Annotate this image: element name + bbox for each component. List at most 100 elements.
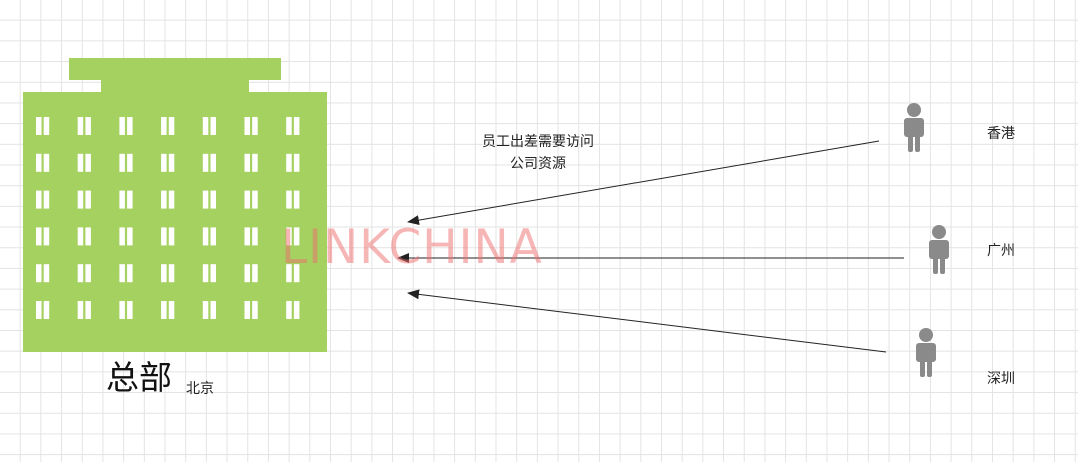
window-pane — [210, 190, 216, 209]
person-icon — [916, 328, 936, 377]
window-pane — [119, 153, 125, 172]
window-pane — [252, 117, 258, 135]
watermark: LINKCHINA — [281, 220, 543, 275]
window-pane — [168, 264, 175, 283]
window-pane — [286, 227, 292, 246]
window-pane — [161, 190, 167, 209]
window-pane — [202, 264, 209, 283]
window-pane — [85, 190, 91, 209]
window-pane — [168, 153, 175, 172]
window-pane — [119, 117, 125, 135]
window-pane — [293, 190, 300, 209]
window-pane — [210, 227, 216, 246]
window-pane — [168, 117, 175, 135]
window-pane — [119, 227, 125, 246]
window-pane — [161, 153, 167, 172]
window-pane — [161, 227, 167, 246]
window-pane — [77, 190, 84, 209]
window-pane — [161, 301, 167, 319]
window-pane — [244, 264, 250, 283]
window-pane — [85, 301, 91, 319]
window-pane — [293, 117, 300, 135]
person-icon — [904, 103, 924, 152]
person-icon — [929, 225, 949, 274]
window-pane — [168, 301, 175, 319]
window-pane — [286, 117, 292, 135]
window-pane — [252, 227, 258, 246]
annotation-line-2: 公司资源 — [510, 156, 566, 172]
branch-label-guangzhou: 广州 — [987, 243, 1015, 259]
window-pane — [36, 227, 42, 246]
window-pane — [85, 227, 91, 246]
window-pane — [119, 264, 125, 283]
window-pane — [119, 190, 125, 209]
window-pane — [210, 301, 216, 319]
window-pane — [36, 153, 42, 172]
window-pane — [43, 301, 50, 319]
window-pane — [244, 301, 250, 319]
arrow-annotation: 员工出差需要访问 公司资源 — [448, 131, 628, 175]
window-pane — [127, 117, 133, 135]
window-pane — [127, 301, 133, 319]
office-building-icon — [23, 58, 327, 352]
window-pane — [252, 190, 258, 209]
window-pane — [286, 153, 292, 172]
window-pane — [168, 190, 175, 209]
window-pane — [43, 153, 50, 172]
window-pane — [43, 227, 50, 246]
window-pane — [127, 190, 133, 209]
window-pane — [252, 153, 258, 172]
window-pane — [43, 190, 50, 209]
window-pane — [286, 301, 292, 319]
window-pane — [119, 301, 125, 319]
window-pane — [202, 153, 209, 172]
window-pane — [43, 264, 50, 283]
window-pane — [127, 153, 133, 172]
window-pane — [293, 301, 300, 319]
window-pane — [293, 153, 300, 172]
window-pane — [202, 301, 209, 319]
annotation-line-1: 员工出差需要访问 — [482, 134, 594, 150]
window-pane — [161, 264, 167, 283]
window-pane — [36, 190, 42, 209]
window-pane — [127, 227, 133, 246]
window-pane — [127, 264, 133, 283]
window-pane — [244, 190, 250, 209]
window-pane — [252, 301, 258, 319]
window-pane — [244, 153, 250, 172]
window-pane — [244, 117, 250, 135]
window-pane — [85, 264, 91, 283]
branch-label-hongkong: 香港 — [987, 126, 1015, 142]
headquarters-city-label: 北京 — [186, 381, 214, 397]
window-pane — [286, 264, 292, 283]
window-pane — [210, 153, 216, 172]
window-pane — [85, 117, 91, 135]
window-pane — [286, 190, 292, 209]
window-pane — [36, 301, 42, 319]
window-pane — [77, 117, 84, 135]
window-pane — [202, 117, 209, 135]
window-pane — [293, 227, 300, 246]
window-pane — [210, 264, 216, 283]
window-pane — [210, 117, 216, 135]
branch-label-shenzhen: 深圳 — [987, 371, 1015, 387]
arrow-shenzhen-to-hq — [407, 289, 887, 353]
window-pane — [244, 227, 250, 246]
window-pane — [36, 264, 42, 283]
window-pane — [77, 227, 84, 246]
window-pane — [77, 153, 84, 172]
window-pane — [161, 117, 167, 135]
window-pane — [293, 264, 300, 283]
window-pane — [43, 117, 50, 135]
window-pane — [252, 264, 258, 283]
window-pane — [77, 264, 84, 283]
window-pane — [202, 190, 209, 209]
window-pane — [77, 301, 84, 319]
window-pane — [85, 153, 91, 172]
window-pane — [202, 227, 209, 246]
window-pane — [168, 227, 175, 246]
arrow-hongkong-to-hq — [407, 140, 880, 226]
window-pane — [36, 117, 42, 135]
